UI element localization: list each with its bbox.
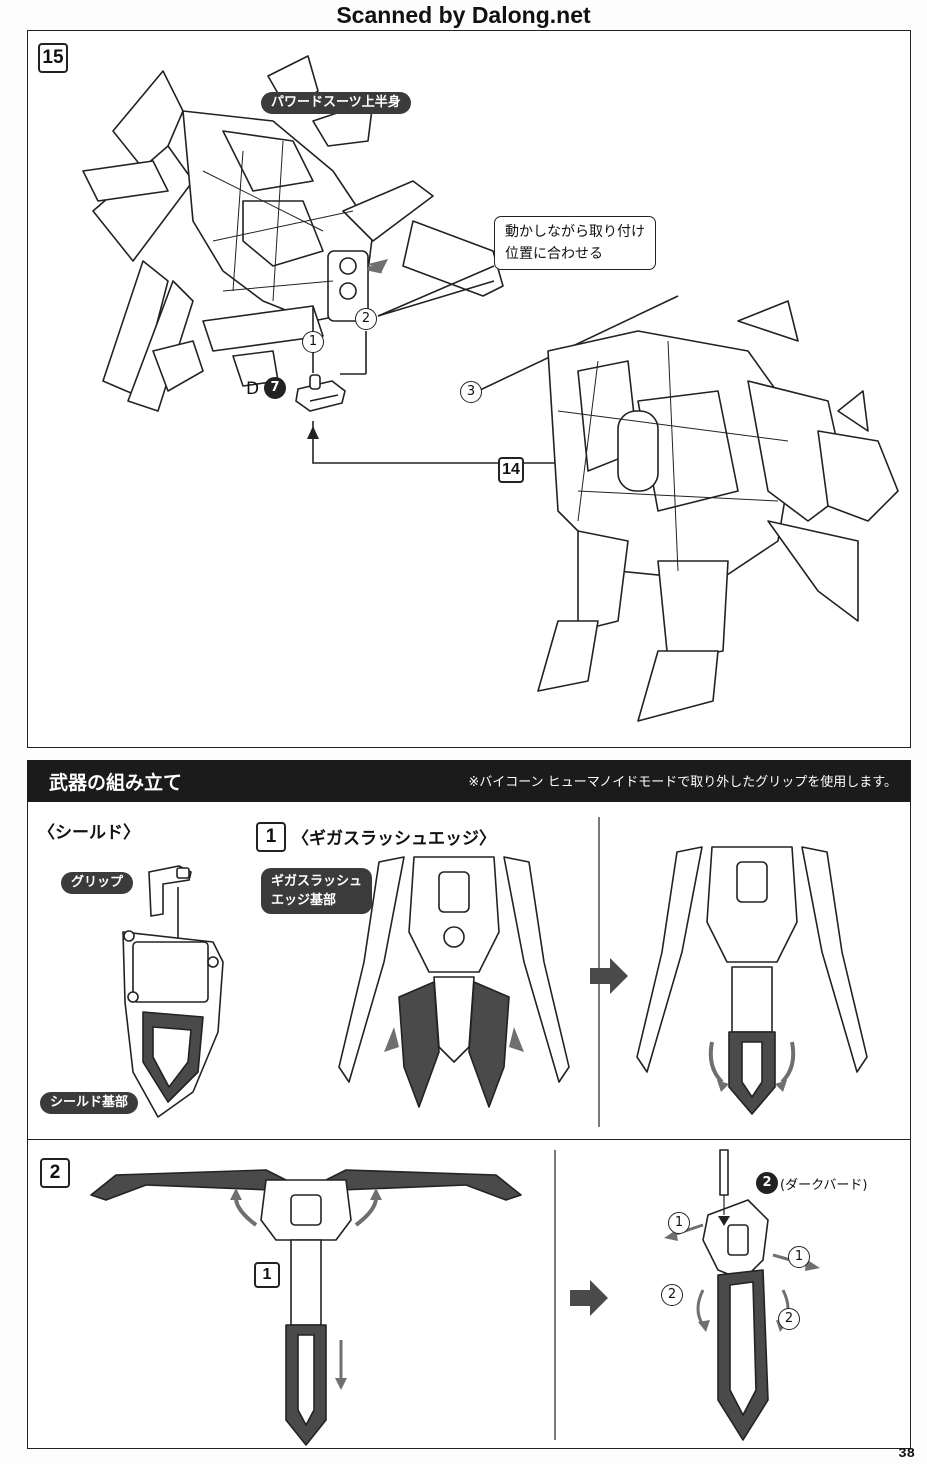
step-number: 1 [256,822,286,852]
giga-slash-after-illustration [636,846,868,1115]
step2-before-illustration [90,1169,522,1446]
marker-1: 1 [302,331,324,353]
lower-body-illustration [537,300,899,722]
base-label-line-1: ギガスラッシュ [271,874,363,889]
shield-base-label: シールド基部 [40,1092,139,1114]
scan-credit: Scanned by Dalong.net [336,2,591,28]
part-d7-illustration [295,374,346,412]
callout-line-1: 動かしながら取り付け [505,224,645,240]
grip-label: グリップ [61,872,134,894]
part-number-badge: 7 [264,377,286,399]
ref-step-1: 1 [254,1262,280,1288]
weapons-note: ※バイコーン ヒューマノイドモードで取り外したグリップを使用します。 [468,775,897,790]
step-number: 2 [40,1158,70,1188]
shield-title: 〈シールド〉 [38,823,140,843]
marker-2-right: 2 [778,1308,800,1330]
giga-slash-step1-panel: 1 〈ギガスラッシュエッジ〉 ギガスラッシュ エッジ基部 [244,802,911,1140]
marker-3: 3 [460,381,482,403]
step-2-panel: 2 1 2 (ダークバード) [27,1139,911,1449]
weapons-title: 武器の組み立て [49,772,183,794]
marker-1-right: 1 [788,1246,810,1268]
grip-illustration [148,865,192,917]
transition-arrow [570,1280,608,1316]
marker-1-left: 1 [668,1212,690,1234]
transition-arrow [590,958,628,994]
giga-slash-base-label: ギガスラッシュ エッジ基部 [261,868,373,914]
dark-bird-part-name: (ダークバード) [780,1178,868,1193]
base-label-line-2: エッジ基部 [271,893,337,908]
step-15-panel: 15 [27,30,911,748]
part-letter: D [246,379,260,399]
marker-2-left: 2 [661,1284,683,1306]
positioning-callout: 動かしながら取り付け 位置に合わせる [494,216,656,270]
weapons-header-bar: 武器の組み立て ※バイコーン ヒューマノイドモードで取り外したグリップを使用しま… [27,760,911,802]
shield-panel: 〈シールド〉 グリップ シールド基部 [27,802,245,1140]
assembly-guide-lines [307,259,679,464]
giga-slash-before-illustration [338,856,570,1108]
page-number: 38 [898,1446,915,1462]
shield-illustration [122,930,224,1118]
dark-bird-part-number: 2 [756,1172,778,1194]
panel-divider [554,1150,556,1440]
callout-line-2: 位置に合わせる [505,246,603,262]
step2-after-illustration [664,1149,820,1441]
step-number: 15 [38,43,68,73]
ref-step-14: 14 [498,457,524,483]
upper-body-illustration [82,55,504,412]
upper-body-label: パワードスーツ上半身 [261,92,411,114]
marker-2: 2 [355,308,377,330]
giga-slash-title: 〈ギガスラッシュエッジ〉 [292,829,496,849]
